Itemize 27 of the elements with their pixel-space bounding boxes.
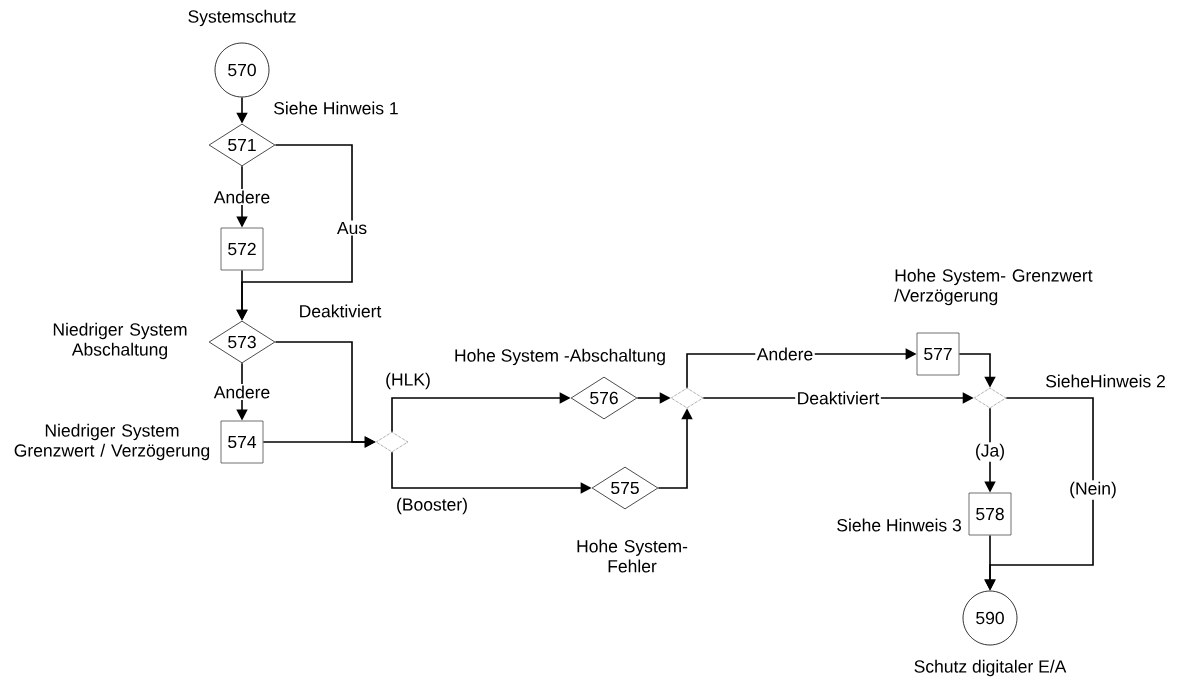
caption-text: Hohe System- Grenzwert /Verzögerung [894,268,1093,306]
edge-label: Deaktiviert [297,303,383,319]
caption-text: Hohe System -Abschaltung [455,348,665,366]
edge-label: (HLK) [383,371,433,391]
caption-text: Siehe Hinweis 3 [837,518,961,532]
caption-text: Hohe System- Fehler [577,539,688,573]
caption-text: Systemschutz [188,9,296,27]
edge-label: Andere [212,189,272,205]
caption-text: Niedriger System Grenzwert / Verzögerung [14,423,210,461]
junction-diamond [973,387,1007,409]
edge-label: (Nein) [1067,480,1119,500]
process-box: 572 [220,227,264,271]
edge-label: Aus [335,220,369,236]
edge-label: Andere [212,384,272,400]
edge-label: Andere [755,346,815,362]
process-box: 577 [916,332,960,376]
process-box: 574 [220,420,264,464]
caption-text: Schutz digitaler E/A [914,659,1067,677]
caption-text: Siehe Hinweis 1 [274,101,398,115]
caption-text: Niedriger System Abschaltung [53,322,187,360]
junction-diamond [670,387,704,409]
edge-label: Deaktiviert [795,390,881,406]
edge-label: (Booster) [394,496,470,516]
junction-diamond [375,431,409,453]
process-box: 578 [968,492,1012,536]
edge-label: (Ja) [973,442,1007,462]
caption-text: SieheHinweis 2 [1046,374,1165,388]
